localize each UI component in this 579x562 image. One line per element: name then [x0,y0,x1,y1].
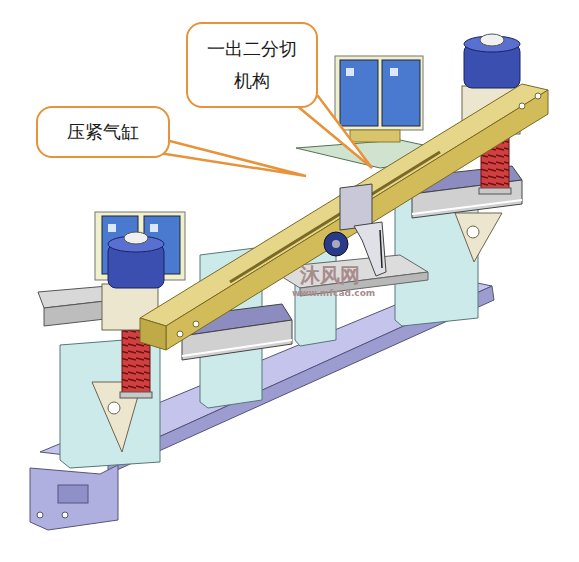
cutting-cylinder [335,56,423,142]
callout-text: 压紧气缸 [59,112,147,152]
cutting-mechanism [324,184,386,276]
foot-slot [58,485,88,503]
press-bar [140,84,548,326]
cylinder-cap [464,34,520,88]
foot-bracket [30,465,118,530]
watermark: 沐风网 [300,262,360,289]
watermark: www.mfcad.com [292,288,375,298]
gusset [455,213,502,262]
cylinder-cap [108,232,164,288]
callout-box: 压紧气缸 [36,106,170,158]
callout-text: 一出二分切 机构 [188,29,316,101]
callout-box: 一出二分切 机构 [186,22,318,108]
